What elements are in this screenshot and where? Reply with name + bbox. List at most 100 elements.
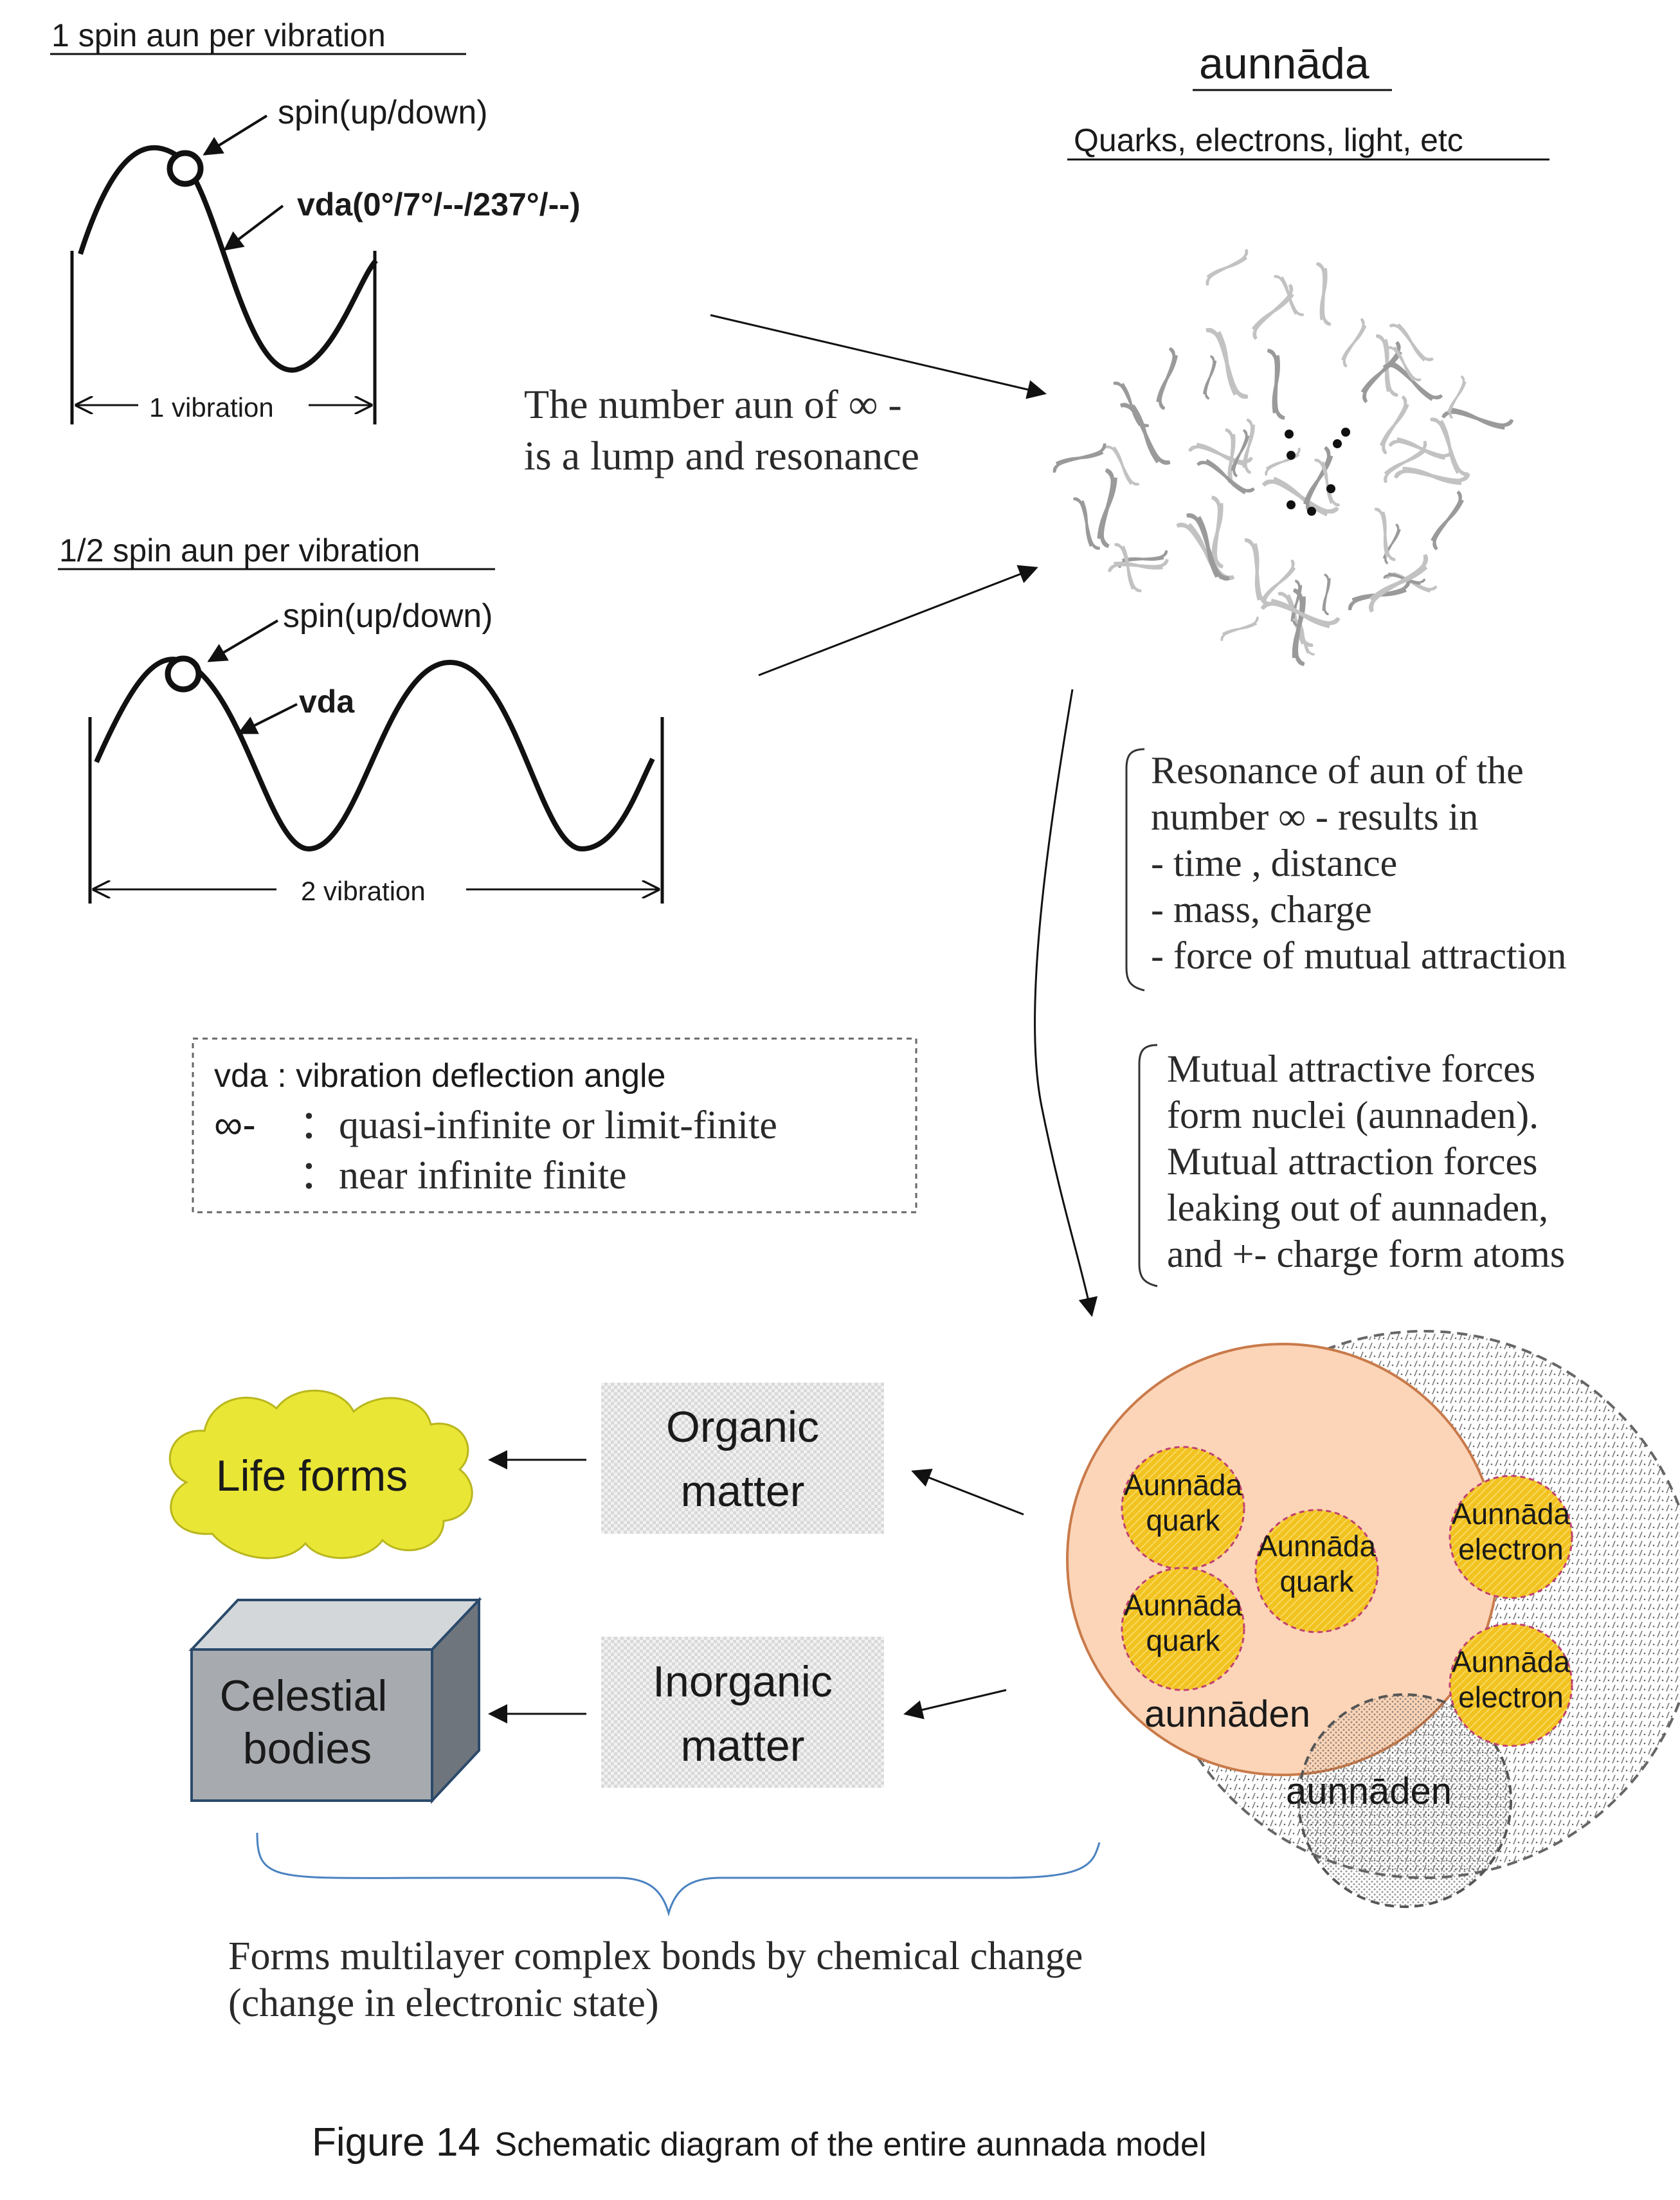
aun-loop bbox=[1220, 616, 1259, 641]
attraction-block: Mutual attractive forces form nuclei (au… bbox=[1138, 1044, 1565, 1287]
one-spin-span-label: 1 vibration bbox=[149, 392, 274, 423]
particle-quark-1: Aunnāda quark bbox=[1121, 1446, 1245, 1570]
cloud-shape bbox=[168, 1389, 473, 1559]
aun-loop bbox=[1314, 459, 1340, 507]
quark-3-line1: Aunnāda bbox=[1124, 1588, 1243, 1622]
aun-loop bbox=[1382, 361, 1443, 401]
aun-loop bbox=[1156, 347, 1178, 410]
bonds-line1: Forms multilayer complex bonds by chemic… bbox=[228, 1934, 1083, 1978]
half-spin-span-label: 2 vibration bbox=[301, 876, 426, 906]
inorganic-line2: matter bbox=[681, 1722, 805, 1770]
resonance-bracket bbox=[1125, 748, 1145, 992]
half-spin-spin-label: spin(up/down) bbox=[283, 597, 493, 635]
aun-loop bbox=[1260, 598, 1341, 628]
aunnada-subtitle: Quarks, electrons, light, etc bbox=[1074, 122, 1463, 158]
aun-loop bbox=[1265, 448, 1301, 476]
legend-vda-line: vda : vibration deflection angle bbox=[214, 1057, 665, 1095]
aun-loop bbox=[1341, 318, 1367, 368]
celestial-line2: bodies bbox=[243, 1724, 372, 1773]
resonance-line-5: - force of mutual attraction bbox=[1151, 934, 1566, 977]
aun-loop bbox=[1386, 346, 1422, 381]
bottom-brace bbox=[256, 1832, 1101, 1917]
resonance-line-1: Resonance of aun of the bbox=[1151, 749, 1524, 792]
aun-loop bbox=[1113, 381, 1150, 428]
lump-text-line1: The number aun of ∞ - bbox=[524, 381, 902, 427]
attraction-line-2: form nuclei (aunnaden). bbox=[1167, 1094, 1539, 1136]
bonds-line2: (change in electronic state) bbox=[228, 1981, 659, 2025]
secondary-aunnaden-label: aunnāden bbox=[1286, 1770, 1452, 1812]
aun-loop bbox=[1394, 466, 1470, 486]
lump-text-line2: is a lump and resonance bbox=[524, 433, 919, 478]
aun-loop bbox=[1369, 554, 1429, 613]
aun-loop bbox=[1384, 441, 1427, 484]
inorganic-matter-box: Inorganic matter bbox=[601, 1637, 884, 1788]
aun-loop bbox=[1231, 429, 1250, 478]
one-spin-heading: 1 spin aun per vibration bbox=[51, 17, 386, 53]
aun-core-dot bbox=[1341, 428, 1350, 437]
caption-text: Schematic diagram of the entire aunnada … bbox=[494, 2126, 1206, 2163]
half-spin-wave-panel: 1/2 spin aun per vibration spin(up/down)… bbox=[58, 532, 664, 906]
aun-loop bbox=[1441, 407, 1514, 430]
electron-2-line2: electron bbox=[1458, 1680, 1564, 1714]
quark-1-line2: quark bbox=[1146, 1504, 1220, 1537]
one-spin-waveform bbox=[78, 145, 379, 373]
aun-loop bbox=[1206, 328, 1249, 399]
aun-loop bbox=[1292, 588, 1306, 666]
aun-loop bbox=[1073, 497, 1100, 550]
attraction-bracket bbox=[1138, 1044, 1158, 1287]
one-spin-spin-label: spin(up/down) bbox=[278, 94, 488, 131]
aun-core-dot bbox=[1326, 484, 1335, 493]
aun-loop bbox=[1382, 523, 1401, 565]
arrow-one-spin-to-lump bbox=[710, 314, 1047, 399]
resonance-line-2: number ∞ - results in bbox=[1151, 795, 1478, 838]
quark-2-line2: quark bbox=[1279, 1565, 1354, 1598]
celestial-line1: Celestial bbox=[220, 1671, 388, 1720]
legend-infinity-line-2: ：near infinite finite bbox=[299, 1154, 627, 1197]
spin-circle-icon bbox=[167, 150, 204, 187]
aun-loop bbox=[1052, 443, 1106, 473]
aun-loop bbox=[1389, 323, 1434, 362]
electron-1-line2: electron bbox=[1458, 1532, 1564, 1566]
quark-3-line2: quark bbox=[1146, 1624, 1220, 1657]
attraction-line-5: and +- charge form atoms bbox=[1167, 1233, 1565, 1275]
quark-1-line1: Aunnāda bbox=[1124, 1468, 1243, 1502]
aun-loop bbox=[1388, 437, 1454, 460]
nucleus-label: aunnāden bbox=[1144, 1693, 1310, 1735]
organic-line1: Organic bbox=[666, 1403, 819, 1451]
inorganic-line1: Inorganic bbox=[653, 1657, 833, 1706]
aunnada-title: aunnāda bbox=[1199, 39, 1369, 88]
aun-core-dot bbox=[1287, 451, 1296, 460]
aun-loop bbox=[1379, 395, 1409, 455]
aun-lump-cluster bbox=[1052, 249, 1514, 666]
life-forms-label: Life forms bbox=[216, 1451, 408, 1500]
legend-infinity-symbol: ∞- bbox=[214, 1103, 256, 1147]
attraction-line-4: leaking out of aunnaden, bbox=[1167, 1186, 1548, 1229]
aun-loop bbox=[1097, 468, 1117, 549]
particle-electron-1: Aunnāda electron bbox=[1449, 1475, 1573, 1599]
attraction-line-1: Mutual attractive forces bbox=[1167, 1048, 1535, 1090]
aun-loop bbox=[1186, 513, 1230, 581]
aun-loop bbox=[1374, 507, 1396, 561]
legend-box: vda : vibration deflection angle ∞- ：qua… bbox=[192, 1037, 917, 1214]
aun-loop bbox=[1206, 249, 1249, 286]
aun-core-dot bbox=[1285, 430, 1294, 439]
electron-1-line1: Aunnāda bbox=[1452, 1497, 1571, 1531]
aun-loop bbox=[1211, 495, 1224, 568]
secondary-aunnaden-circle bbox=[1297, 1693, 1512, 1908]
aun-loop bbox=[1203, 355, 1217, 400]
svg-text:Figure 14 Schematic diag: Figure 14 Schematic diagram of the entir… bbox=[312, 2120, 1207, 2165]
arrow-half-spin-to-lump bbox=[758, 565, 1038, 677]
aunnada-header: aunnāda Quarks, electrons, light, etc bbox=[1067, 39, 1549, 161]
legend-infinity-line-1: ：quasi-infinite or limit-finite bbox=[299, 1104, 777, 1147]
aun-loop bbox=[1447, 375, 1467, 419]
aun-loop bbox=[1105, 445, 1140, 486]
one-spin-wave-panel: 1 spin aun per vibration spin(up/down) v… bbox=[50, 17, 581, 424]
one-spin-vda-label: vda(0°/7°/--/237°/--) bbox=[297, 186, 581, 223]
figure-caption: Figure 14 Schematic diagram of the entir… bbox=[312, 2120, 1207, 2165]
aun-loop bbox=[1242, 418, 1256, 475]
aun-core-dot bbox=[1287, 500, 1296, 509]
attraction-line-3: Mutual attraction forces bbox=[1167, 1140, 1537, 1183]
resonance-line-4: - mass, charge bbox=[1151, 888, 1372, 931]
particle-electron-2: Aunnāda electron bbox=[1449, 1623, 1573, 1747]
atom-diagram: Aunnāda quark Aunnāda quark Aunnāda quar… bbox=[1066, 1330, 1680, 1908]
